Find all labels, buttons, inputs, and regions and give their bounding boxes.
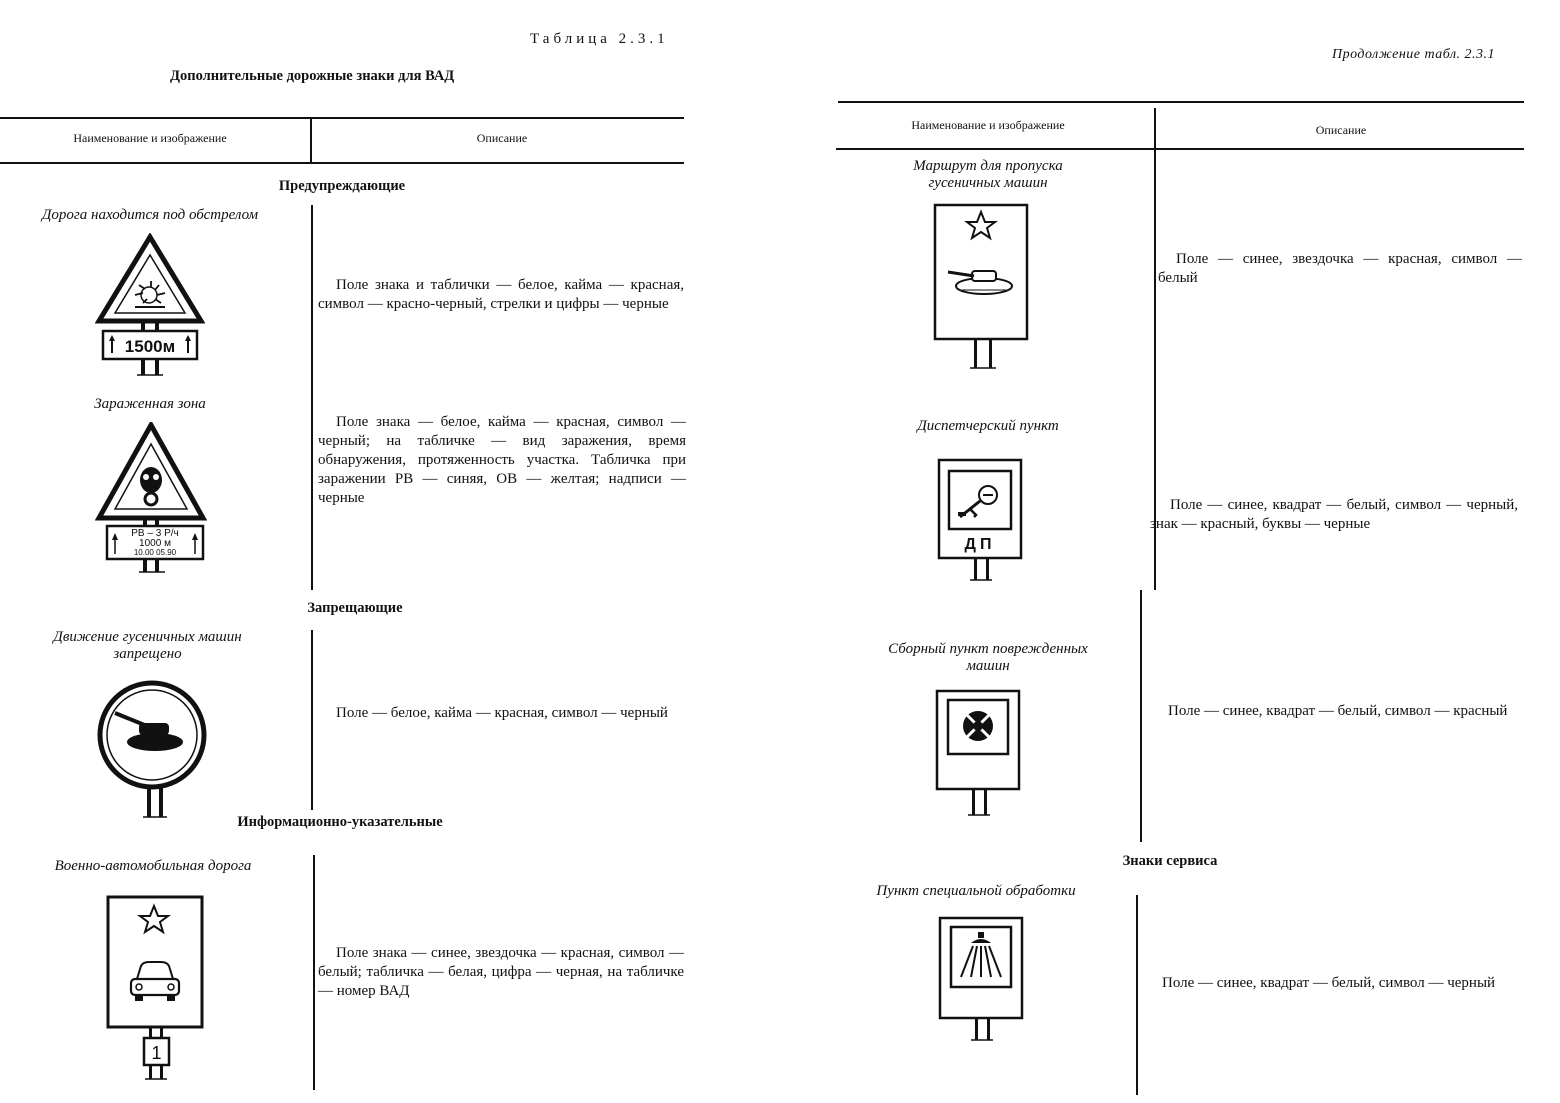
- desc-tracked-route: Поле — синее, звездочка — красная, симво…: [1158, 251, 1522, 286]
- plate-distance-text: 1500м: [125, 337, 175, 356]
- left-header-bottom-rule: [0, 162, 684, 164]
- right-col-name-header: Наименование и изображение: [911, 118, 1065, 132]
- road-number-text: 1: [151, 1043, 161, 1063]
- tracked-route-sign-icon: [933, 203, 1029, 369]
- sign-name-tracked-prohibited: Движение гусеничных машин запрещено: [53, 629, 242, 662]
- section-prohibitory: Запрещающие: [307, 600, 403, 616]
- sign-name-road-under-fire: Дорога находится под обстрелом: [41, 207, 259, 223]
- right-col-separator-2: [1140, 590, 1142, 842]
- continuation-title: Продолжение табл. 2.3.1: [1332, 47, 1496, 62]
- desc-damaged-collection: Поле — синее, квадрат — белый, символ — …: [1168, 703, 1508, 719]
- desc-special-treatment: Поле — синее, квадрат — белый, символ — …: [1162, 975, 1496, 991]
- right-header-divider: [1154, 108, 1156, 154]
- section-informational: Информационно-указательные: [237, 814, 443, 830]
- contaminated-zone-sign-icon: РВ – 3 Р/ч 1000 м 10.00 05.90: [95, 422, 208, 573]
- sign-name-military-road: Военно-автомобильная дорога: [54, 858, 252, 874]
- left-col-separator-3: [313, 855, 315, 1090]
- sign-name-tracked-route: Маршрут для пропуска гусеничных машин: [913, 158, 1063, 191]
- left-col-separator-2: [311, 630, 313, 810]
- special-treatment-sign-icon: [938, 916, 1024, 1041]
- left-header-top-rule: [0, 117, 684, 119]
- right-col-separator-1: [1154, 150, 1156, 590]
- desc-dispatch-point: Поле — синее, квадрат — белый, символ — …: [1150, 497, 1518, 532]
- right-header-bottom-rule: [836, 148, 1524, 150]
- right-col-desc-header: Описание: [1315, 123, 1367, 137]
- plate-line-3: 10.00 05.90: [134, 548, 177, 557]
- tracked-vehicles-prohibited-sign-icon: [97, 680, 207, 818]
- table-caption: Дополнительные дорожные знаки для ВАД: [170, 68, 455, 84]
- military-road-sign-icon: 1: [106, 895, 204, 1080]
- sign-name-special-treatment: Пункт специальной обработки: [876, 883, 1076, 899]
- road-under-fire-sign-icon: 1500м: [95, 233, 205, 376]
- sign-name-dispatch-point: Диспетчерский пункт: [917, 418, 1059, 434]
- left-col-desc-header: Описание: [476, 131, 528, 145]
- right-col-separator-3: [1136, 895, 1138, 1095]
- left-col-separator-1: [311, 205, 313, 590]
- damaged-collection-sign-icon: [935, 689, 1021, 816]
- plate-line-1: РВ – 3 Р/ч: [131, 528, 178, 539]
- dispatch-sign-letters: ДП: [965, 536, 996, 553]
- plate-line-2: 1000 м: [139, 538, 171, 549]
- left-col-name-header: Наименование и изображение: [73, 131, 227, 145]
- section-warning: Предупреждающие: [278, 178, 406, 194]
- desc-contaminated-zone: Поле знака — белое, кайма — красная, сим…: [318, 414, 686, 506]
- right-header-top-rule: [838, 101, 1524, 103]
- section-service: Знаки сервиса: [1122, 853, 1218, 869]
- table-number: Таблица 2.3.1: [530, 31, 669, 47]
- sign-name-contaminated-zone: Зараженная зона: [94, 396, 206, 412]
- dispatch-point-sign-icon: ДП: [937, 458, 1023, 581]
- sign-name-damaged-collection: Сборный пункт поврежденных машин: [888, 641, 1088, 674]
- desc-military-road: Поле знака — синее, звездочка — красная,…: [318, 945, 684, 999]
- desc-road-under-fire: Поле знака и таблички — белое, кайма — к…: [318, 277, 684, 312]
- left-header-divider: [310, 118, 312, 163]
- desc-tracked-prohibited: Поле — белое, кайма — красная, символ — …: [336, 705, 668, 721]
